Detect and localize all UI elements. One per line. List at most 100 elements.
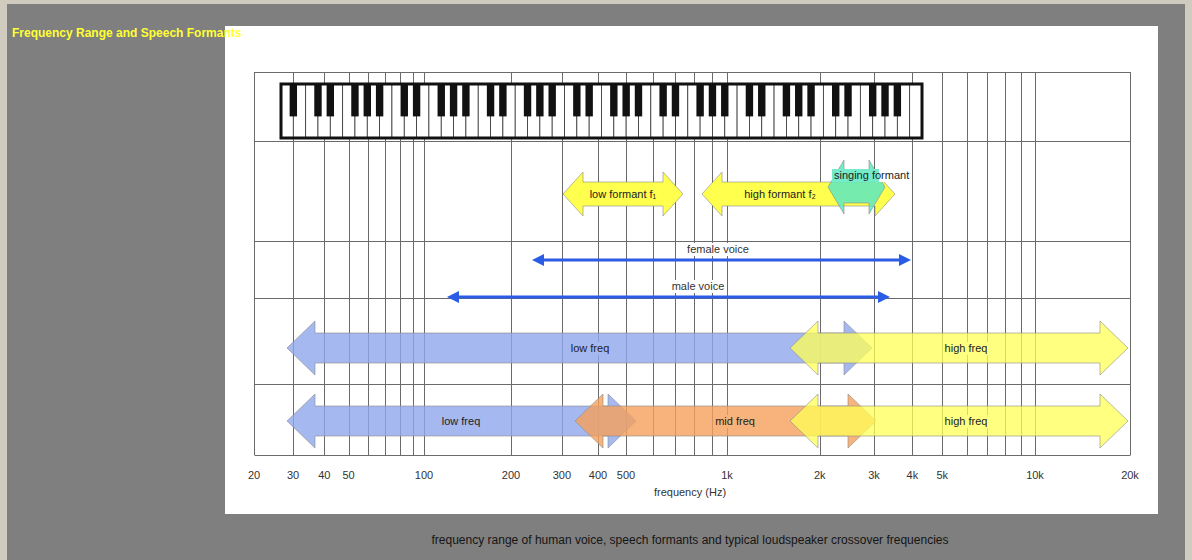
range-line	[541, 259, 902, 262]
black-key	[548, 84, 555, 116]
grid-line	[1035, 72, 1036, 455]
arrow-label: low freq	[440, 415, 483, 428]
arrow-label: singing formant	[832, 169, 911, 182]
grid-line	[1005, 72, 1006, 455]
black-key	[327, 84, 334, 116]
black-key	[499, 84, 506, 116]
grid-line	[255, 141, 1131, 142]
grid-line	[967, 72, 968, 455]
black-key	[758, 84, 765, 116]
grid	[255, 72, 1131, 456]
black-key	[869, 84, 876, 116]
grid-line	[1021, 72, 1022, 455]
black-key	[709, 84, 716, 116]
black-key	[783, 84, 790, 116]
arrow-label: high freq	[943, 342, 990, 355]
black-key	[635, 84, 642, 116]
piano-body	[281, 84, 922, 138]
axis-tick-label: 40	[317, 469, 331, 482]
black-key	[844, 84, 851, 116]
black-key	[290, 84, 297, 116]
arrow-fill	[287, 321, 872, 375]
black-key	[314, 84, 321, 116]
block-arrow: singing formant	[828, 160, 915, 214]
black-key	[376, 84, 383, 116]
white-key	[910, 84, 922, 138]
arrow-head	[447, 291, 459, 303]
black-key	[721, 84, 728, 116]
page-title: Frequency Range and Speech Formants	[12, 26, 241, 41]
range-label: female voice	[686, 243, 750, 256]
grid-line	[1130, 72, 1131, 455]
black-key	[795, 84, 802, 116]
axis-tick-label: 1k	[720, 469, 734, 482]
axis-tick-label: 50	[341, 469, 355, 482]
axis-tick-label: 20	[247, 469, 261, 482]
arrow-fill	[790, 321, 1128, 375]
black-key	[450, 84, 457, 116]
black-key	[585, 84, 592, 116]
axis-tick-label: 3k	[867, 469, 881, 482]
arrow-label: mid freq	[713, 415, 757, 428]
black-key	[672, 84, 679, 116]
arrow-fill	[790, 394, 1128, 448]
axis-tick-label: 4k	[906, 469, 920, 482]
black-key	[462, 84, 469, 116]
arrow-label: high freq	[943, 415, 990, 428]
axis-tick-label: 100	[414, 469, 434, 482]
grid-line	[255, 384, 1131, 385]
arrow-head	[899, 254, 911, 266]
grid-line	[255, 72, 1131, 73]
arrow-head	[532, 254, 544, 266]
axis-tick-label: 500	[616, 469, 636, 482]
block-arrow: low formant f₁	[563, 172, 683, 216]
grid-line	[254, 72, 255, 455]
axis-tick-label: 5k	[935, 469, 949, 482]
figure-caption: frequency range of human voice, speech f…	[432, 533, 949, 548]
axis-tick-label: 200	[501, 469, 521, 482]
voice-ranges	[447, 254, 911, 303]
axis-tick-label: 10k	[1025, 469, 1045, 482]
arrow-label: high formant f₂	[742, 188, 818, 201]
black-key	[832, 84, 839, 116]
arrow-fill	[563, 172, 683, 216]
black-key	[413, 84, 420, 116]
arrow-label: low freq	[569, 342, 612, 355]
black-key	[610, 84, 617, 116]
black-key	[524, 84, 531, 116]
range-line	[456, 296, 881, 299]
block-arrow: high freq	[790, 394, 1128, 448]
black-key	[622, 84, 629, 116]
black-key	[807, 84, 814, 116]
black-key	[401, 84, 408, 116]
piano-keyboard	[281, 84, 922, 138]
range-label: male voice	[671, 280, 726, 293]
grid-line	[987, 72, 988, 455]
arrow-label: low formant f₁	[588, 188, 659, 201]
block-arrow: low freq	[287, 321, 872, 375]
axis-title: frequency (Hz)	[653, 486, 727, 499]
black-key	[659, 84, 666, 116]
black-key	[487, 84, 494, 116]
block-arrow: high freq	[790, 321, 1128, 375]
piano-frame	[281, 84, 922, 138]
axis-tick-label: 300	[552, 469, 572, 482]
black-key	[894, 84, 901, 116]
black-key	[746, 84, 753, 116]
black-key	[536, 84, 543, 116]
black-key	[573, 84, 580, 116]
black-key	[364, 84, 371, 116]
grid-line	[942, 72, 943, 455]
arrow-head	[878, 291, 890, 303]
axis-tick-label: 20k	[1120, 469, 1140, 482]
axis-tick-label: 2k	[813, 469, 827, 482]
black-key	[351, 84, 358, 116]
black-key	[881, 84, 888, 116]
axis-tick-label: 30	[286, 469, 300, 482]
black-key	[438, 84, 445, 116]
axis-tick-label: 400	[588, 469, 608, 482]
grid-line	[255, 298, 1131, 299]
grid-line	[255, 455, 1131, 456]
black-key	[696, 84, 703, 116]
